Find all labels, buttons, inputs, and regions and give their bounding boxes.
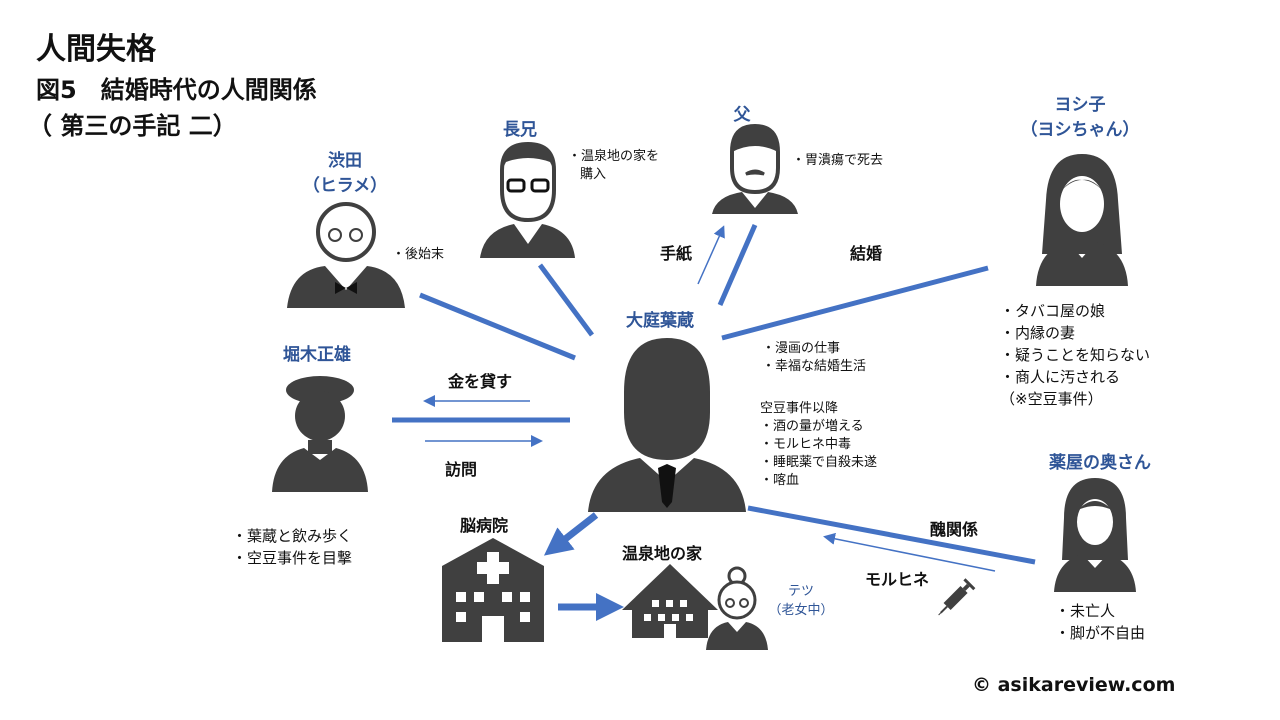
father-avatar-icon — [712, 123, 798, 214]
shibuta-note: ・後始末 — [392, 247, 445, 262]
yoshiko-name: ヨシ子（ヨシちゃん） — [1020, 95, 1140, 140]
yoshiko-notes: ・タバコ屋の娘・内縁の妻・疑うことを知らない・商人に汚される（※空豆事件） — [1000, 302, 1151, 408]
copyright: © asikareview.com — [972, 674, 1176, 696]
yoshiko-avatar-icon — [1036, 154, 1128, 286]
yozo-avatar-icon — [588, 338, 746, 512]
line-shibuta — [419, 292, 576, 361]
relation-lend-label: 金を貸す — [448, 372, 513, 391]
house-icon — [622, 564, 718, 638]
house-label: 温泉地の家 — [622, 544, 703, 563]
shibuta-avatar-icon — [287, 202, 405, 308]
tetsu-name: テツ（老女中） — [768, 584, 834, 618]
yozo-notes: ・漫画の仕事・幸福な結婚生活 — [762, 341, 867, 374]
choukei-name: 長兄 — [503, 120, 537, 140]
arrow-morphine — [823, 532, 996, 572]
figure-subtitle: （ 第三の手記 二） — [28, 112, 237, 140]
syringe-icon — [938, 578, 976, 616]
horiki-avatar-icon — [272, 376, 368, 492]
horiki-name: 堀木正雄 — [283, 345, 351, 365]
figure-title: 図5 結婚時代の人間関係 — [36, 76, 317, 104]
relation-letter-label: 手紙 — [660, 244, 693, 263]
page-title: 人間失格 — [36, 32, 156, 67]
choukei-notes: ・温泉地の家を購入 — [568, 149, 660, 182]
line-choukei — [537, 263, 595, 337]
father-note: ・胃潰瘍で死去 — [792, 153, 884, 168]
arrow-hospital — [543, 512, 599, 556]
hospital-label: 脳病院 — [460, 516, 509, 535]
relation-marriage-label: 結婚 — [850, 244, 883, 263]
relation-morphine-label: モルヒネ — [865, 570, 930, 589]
choukei-avatar-icon — [480, 141, 575, 258]
hospital-icon — [442, 538, 544, 642]
shibuta-name: 渋田（ヒラメ） — [302, 151, 388, 196]
relation-affair-label: 醜関係 — [930, 520, 979, 539]
relation-visit-label: 訪問 — [445, 460, 478, 479]
pharmacy-wife-name: 薬屋の奥さん — [1049, 453, 1151, 473]
pharmacy-wife-avatar-icon — [1054, 478, 1136, 592]
line-marriage — [721, 265, 989, 341]
pharmacy-wife-notes: ・未亡人・脚が不自由 — [1055, 602, 1146, 642]
tetsu-avatar-icon — [706, 566, 768, 650]
yozo-after-notes: 空豆事件以降・酒の量が増える・モルヒネ中毒・睡眠薬で自殺未遂・喀血 — [760, 401, 878, 488]
yozo-name: 大庭葉蔵 — [626, 311, 694, 331]
arrow-letter — [697, 225, 725, 285]
line-father — [717, 223, 758, 307]
father-name: 父 — [733, 105, 751, 125]
line-pharmacy — [747, 505, 1036, 565]
horiki-notes: ・葉蔵と飲み歩く・空豆事件を目撃 — [232, 527, 353, 567]
